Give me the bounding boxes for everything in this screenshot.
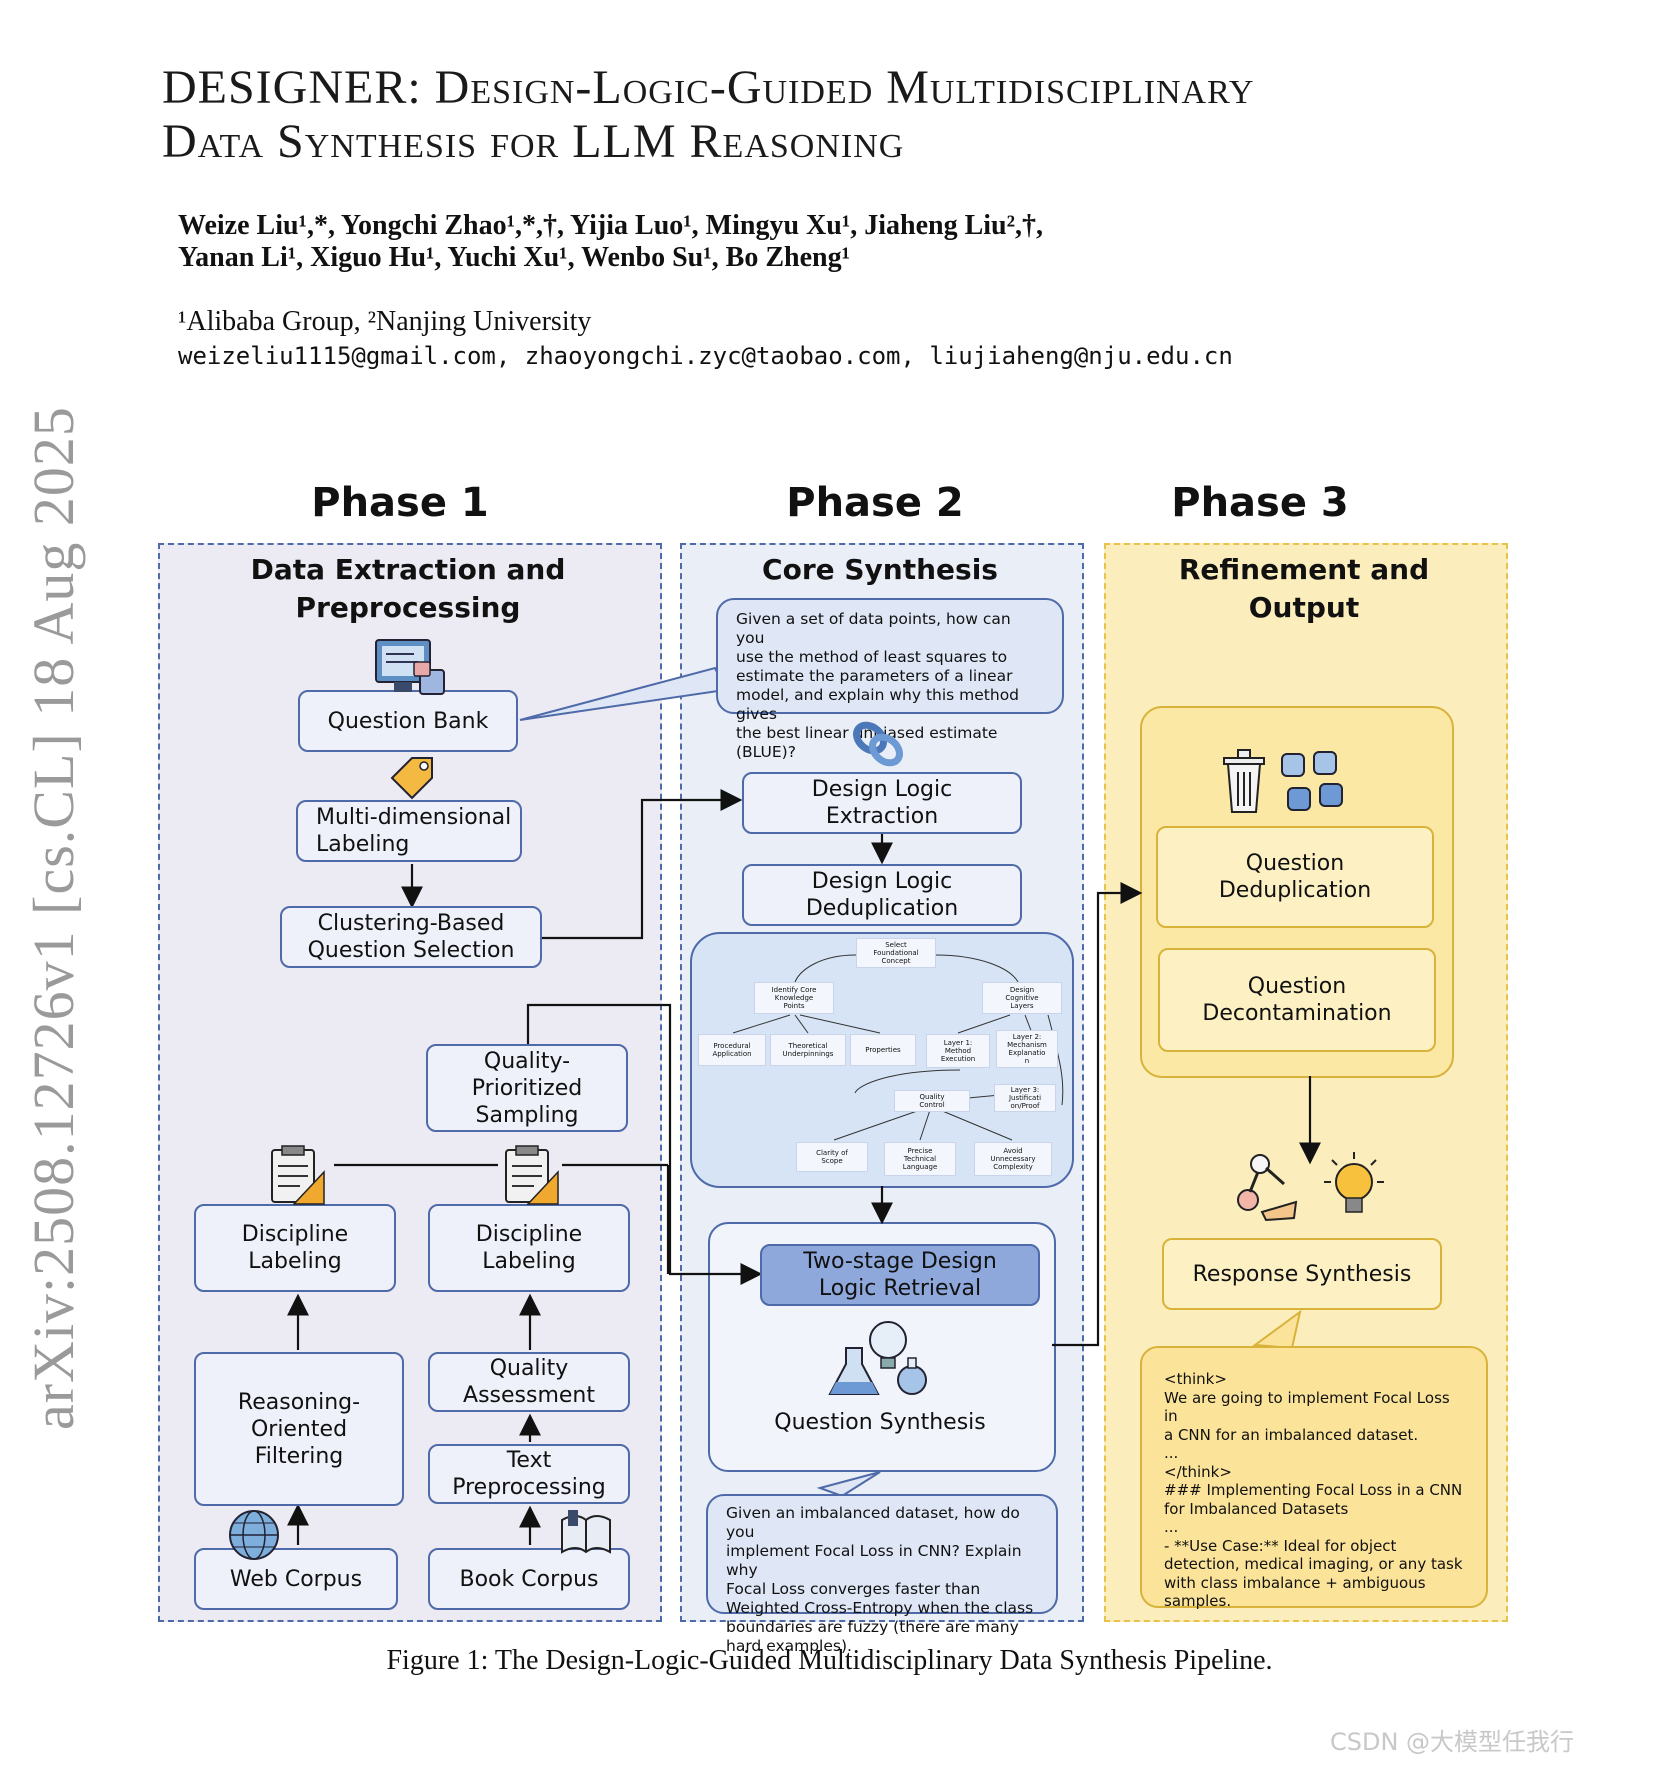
text-preprocessing-box: Text Preprocessing: [428, 1444, 630, 1504]
question-deduplication-box: Question Deduplication: [1156, 826, 1434, 928]
paper-title-line-1: DESIGNER: Design-Logic-Guided Multidisci…: [162, 61, 1255, 114]
discipline-labeling-book-box: Discipline Labeling: [428, 1204, 630, 1292]
authors-line-2: Yanan Li¹, Xiguo Hu¹, Yuchi Xu¹, Wenbo S…: [178, 242, 850, 273]
tree-node-theoretical: Theoretical Underpinnings: [770, 1034, 846, 1066]
csdn-watermark: CSDN @大模型任我行: [1330, 1728, 1575, 1756]
robot-arm-icon: [1236, 1152, 1300, 1222]
phase-1-subtitle: Data Extraction and Preprocessing: [250, 553, 566, 624]
clipboard-icon: [268, 1144, 328, 1206]
affiliations: ¹Alibaba Group, ²Nanjing University: [178, 306, 592, 337]
phase-3-subtitle: Refinement and Output: [1178, 553, 1430, 624]
clipboard-icon: [502, 1144, 562, 1206]
paper-title-line-2: Data Synthesis for LLM Reasoning: [162, 115, 905, 168]
quality-assessment-box: Quality Assessment: [428, 1352, 630, 1412]
book-icon: [558, 1508, 614, 1558]
tree-node-properties: Properties: [850, 1034, 916, 1066]
quality-prioritized-sampling-box: Quality- Prioritized Sampling: [426, 1044, 628, 1132]
clustering-selection-box: Clustering-Based Question Selection: [280, 906, 542, 968]
authors-line-1: Weize Liu¹,*, Yongchi Zhao¹,*,†, Yijia L…: [178, 210, 1043, 241]
tree-node-clarity: Clarity of Scope: [796, 1142, 868, 1172]
tree-node-layer-1: Layer 1: Method Execution: [926, 1034, 990, 1068]
tree-node-precise-language: Precise Technical Language: [884, 1142, 956, 1176]
book-corpus-box: Book Corpus: [428, 1548, 630, 1610]
tree-node-knowledge-points: Identify Core Knowledge Points: [754, 982, 834, 1014]
multi-dimensional-labeling-box: Multi-dimensional Labeling: [296, 800, 522, 862]
tree-node-avoid-complexity: Avoid Unnecessary Complexity: [974, 1142, 1052, 1176]
question-bank-box: Question Bank: [298, 690, 518, 752]
tag-icon: [386, 752, 438, 800]
two-stage-retrieval-box: Two-stage Design Logic Retrieval: [760, 1244, 1040, 1306]
phase-1-title: Phase 1: [311, 480, 489, 526]
response-example-bubble: <think> We are going to implement Focal …: [1140, 1346, 1488, 1610]
tree-node-cognitive-layers: Design Cognitive Layers: [982, 982, 1062, 1014]
design-logic-extraction-box: Design Logic Extraction: [742, 772, 1022, 834]
question-synthesis-label: Question Synthesis: [774, 1410, 986, 1435]
monitor-icon: [374, 638, 450, 700]
design-logic-deduplication-box: Design Logic Deduplication: [742, 864, 1022, 926]
question-decontamination-box: Question Decontamination: [1158, 948, 1436, 1052]
reasoning-oriented-filtering-box: Reasoning- Oriented Filtering: [194, 1352, 404, 1506]
globe-icon: [226, 1508, 284, 1562]
web-corpus-box: Web Corpus: [194, 1548, 398, 1610]
author-emails: weizeliu1115@gmail.com, zhaoyongchi.zyc@…: [178, 342, 1233, 370]
tree-node-layer-2: Layer 2: Mechanism Explanatio n: [996, 1030, 1058, 1068]
response-synthesis-box: Response Synthesis: [1162, 1238, 1442, 1310]
discipline-labeling-web-box: Discipline Labeling: [194, 1204, 396, 1292]
figure-caption: Figure 1: The Design-Logic-Guided Multid…: [386, 1645, 1273, 1676]
tree-node-root: Select Foundational Concept: [856, 938, 936, 968]
phase-2-title: Phase 2: [786, 480, 964, 526]
phase-3-title: Phase 3: [1171, 480, 1349, 526]
flask-icon: [826, 1318, 932, 1402]
tree-node-quality-control: Quality Control: [894, 1090, 970, 1112]
chain-link-icon: [850, 716, 906, 770]
tree-node-procedural: Procedural Application: [698, 1034, 766, 1066]
example-question-bubble: Given a set of data points, how can you …: [716, 598, 1064, 761]
trash-icon: [1218, 744, 1354, 818]
tree-node-layer-3: Layer 3: Justificati on/Proof: [994, 1084, 1056, 1112]
phase-2-subtitle: Core Synthesis: [762, 553, 998, 586]
synthesized-question-bubble: Given an imbalanced dataset, how do you …: [706, 1494, 1058, 1655]
lightbulb-icon: [1318, 1150, 1390, 1224]
